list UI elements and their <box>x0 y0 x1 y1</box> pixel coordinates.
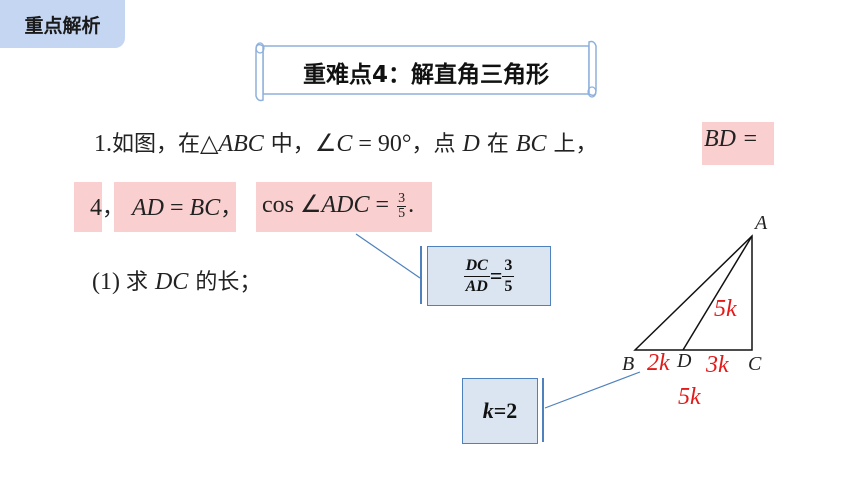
vertex-c: C <box>748 353 762 375</box>
scroll-frame-icon <box>255 40 597 102</box>
sub-question-1: (1) 求 DC 的长； <box>92 269 262 295</box>
label-ad-5k: 5k <box>714 296 737 322</box>
label-bd-2k: 2k <box>647 350 670 376</box>
problem-line-2-ad-bc: AD = BC， <box>132 195 243 221</box>
problem-line-2-four: 4， <box>90 195 125 221</box>
fraction-box-bar <box>420 246 422 304</box>
k-box-bar <box>542 378 544 442</box>
k-value-box: k=2 <box>462 378 538 444</box>
vertex-b: B <box>622 353 635 375</box>
highlight-four <box>74 182 102 232</box>
section-badge-label: 重点解析 <box>24 14 101 37</box>
title-scroll: 重难点4：解直角三角形 <box>253 38 598 104</box>
highlight-bd <box>702 122 774 165</box>
triangle-abc <box>633 234 753 351</box>
section-badge: 重点解析 <box>0 0 125 48</box>
label-bc-5k: 5k <box>678 384 701 410</box>
highlight-ad-bc <box>114 182 236 232</box>
page-title: 重难点4：解直角三角形 <box>302 62 549 88</box>
vertex-a: A <box>755 212 768 234</box>
callout-line-k <box>544 371 641 409</box>
segment-ad <box>682 235 753 351</box>
problem-bd-equals: BD = <box>704 126 759 152</box>
label-dc-3k: 3k <box>706 352 729 378</box>
vertex-d: D <box>677 350 692 372</box>
highlight-cos <box>256 182 432 232</box>
callout-line-fraction <box>355 233 421 279</box>
problem-line-1: 1.如图，在△ABC 中，∠C = 90°，点 D 在 BC 上， <box>94 131 598 157</box>
